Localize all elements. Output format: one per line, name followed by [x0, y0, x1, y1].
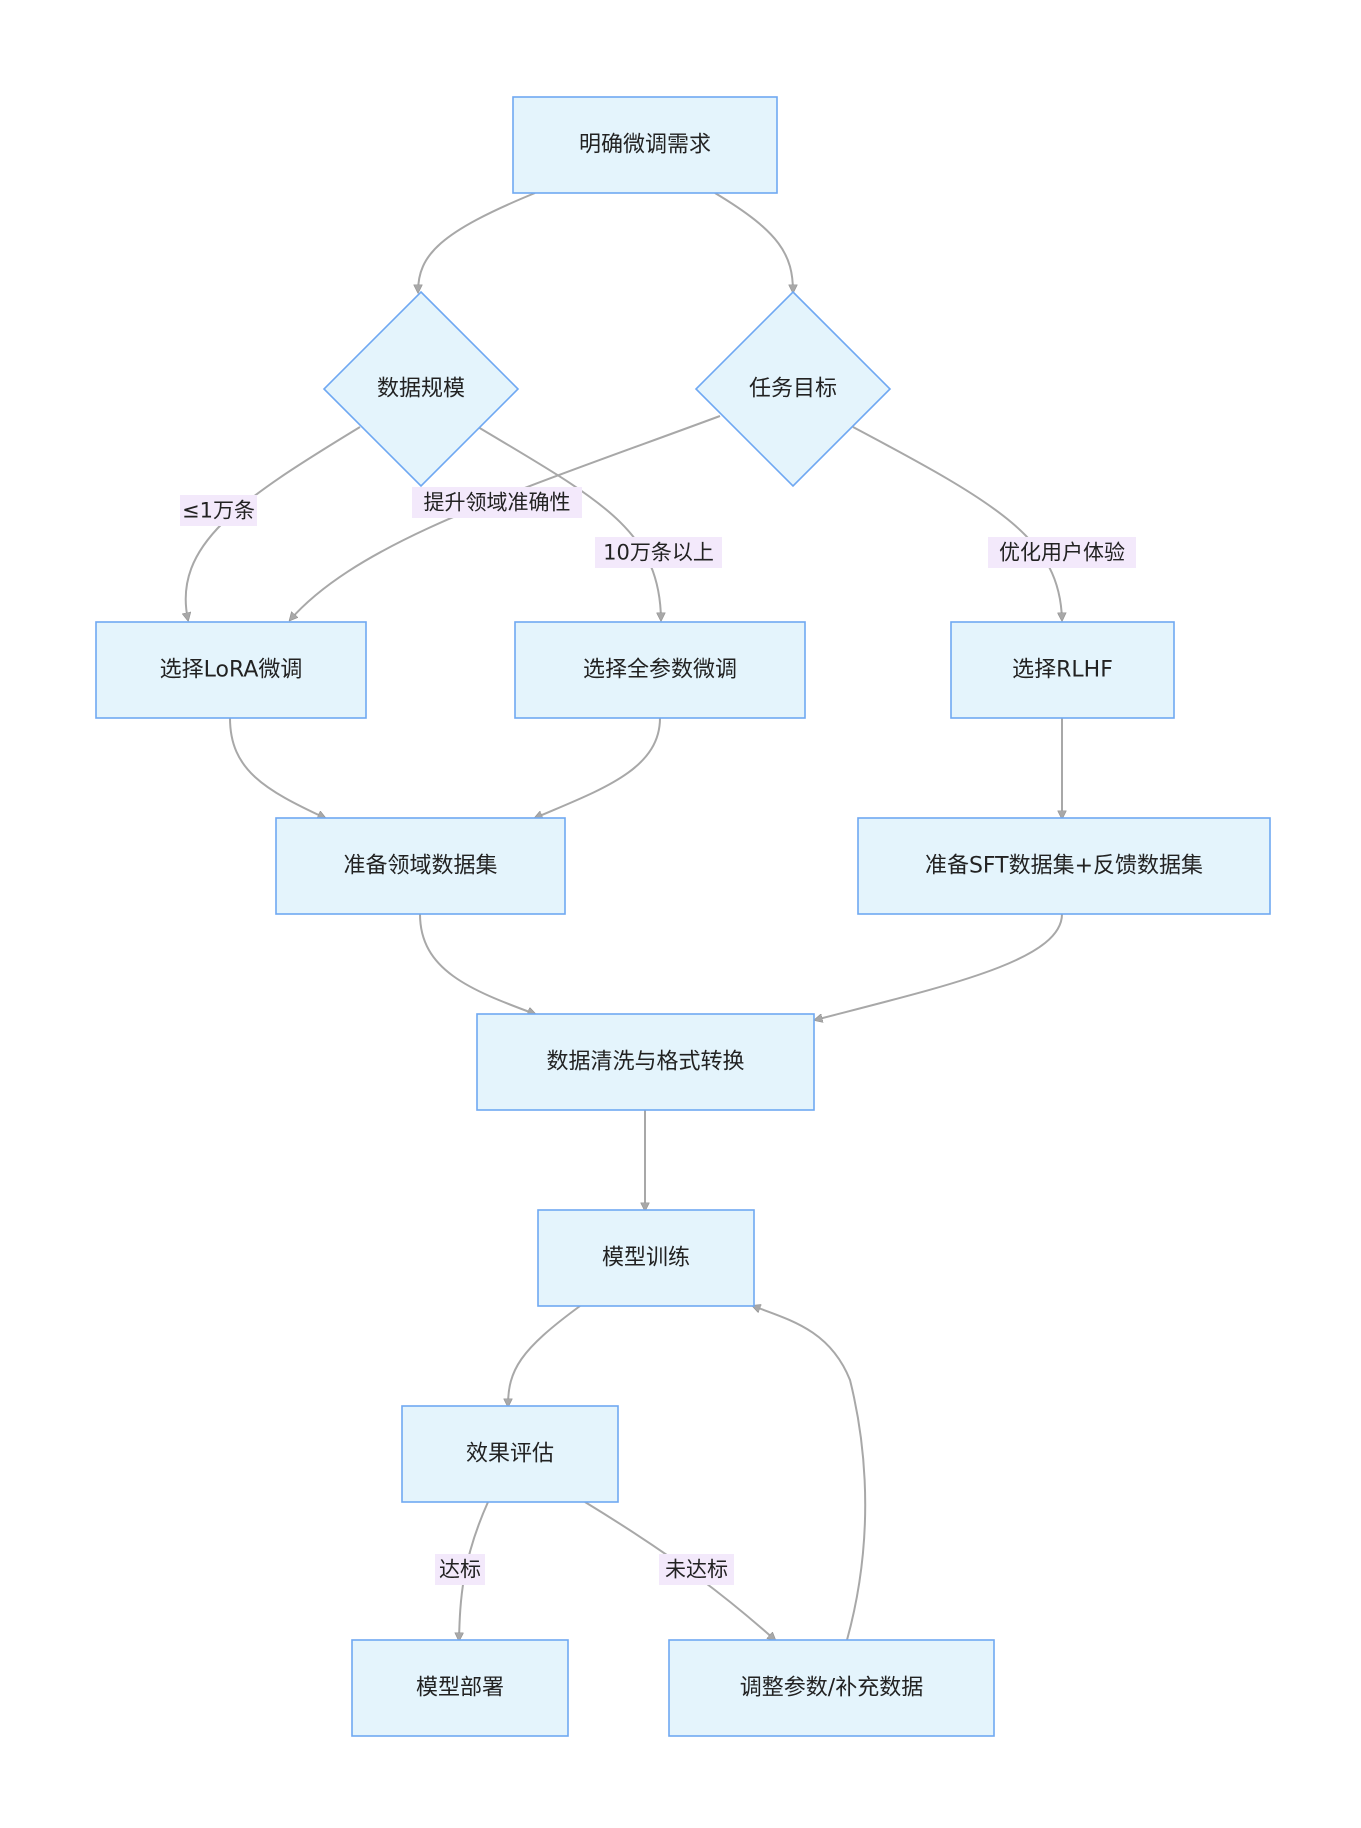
- node-model-deployment[interactable]: 模型部署: [351, 1639, 569, 1737]
- node-choose-rlhf-label: 选择RLHF: [1012, 658, 1113, 683]
- edge-label-small-text: ≤1万条: [182, 499, 255, 523]
- node-adjust-params-label: 调整参数/补充数据: [740, 1676, 923, 1701]
- node-prepare-domain-dataset-label: 准备领域数据集: [343, 854, 497, 879]
- nodes: 明确微调需求 数据规模 任务目标 选择LoRA微调 选择全参数微调 选择RLHF…: [95, 96, 1271, 1737]
- edge-train-to-eval: [508, 1305, 581, 1406]
- node-model-training-label: 模型训练: [602, 1246, 690, 1271]
- edges: [186, 192, 1063, 1641]
- edge-labels: ≤1万条 提升领域准确性 10万条以上 优化用户体验 达标 未达标: [180, 487, 1136, 1585]
- node-choose-rlhf[interactable]: 选择RLHF: [950, 621, 1175, 719]
- edge-full-to-domain: [535, 717, 661, 818]
- edge-label-fail: 未达标: [659, 1554, 734, 1585]
- edge-label-pass: 达标: [435, 1554, 485, 1585]
- edge-req-to-scale: [418, 192, 536, 292]
- edge-adjust-to-train: [753, 1306, 867, 1641]
- edge-label-pass-text: 达标: [439, 1558, 481, 1582]
- edge-label-ux: 优化用户体验: [988, 537, 1136, 568]
- node-prepare-sft-feedback-label: 准备SFT数据集+反馈数据集: [925, 854, 1203, 879]
- node-prepare-sft-feedback[interactable]: 准备SFT数据集+反馈数据集: [857, 817, 1271, 915]
- edge-req-to-goal: [714, 192, 793, 292]
- node-clarify-requirements-label: 明确微调需求: [579, 133, 711, 158]
- node-task-goal-label: 任务目标: [749, 377, 837, 402]
- edge-label-large: 10万条以上: [595, 537, 722, 568]
- edge-sft-to-clean: [815, 913, 1063, 1020]
- node-effect-evaluation[interactable]: 效果评估: [401, 1405, 619, 1503]
- node-adjust-params[interactable]: 调整参数/补充数据: [668, 1639, 995, 1737]
- node-data-scale[interactable]: 数据规模: [322, 290, 520, 488]
- edge-goal-to-rlhf: [852, 426, 1062, 620]
- edge-domain-to-clean: [419, 913, 535, 1014]
- node-prepare-domain-dataset[interactable]: 准备领域数据集: [275, 817, 566, 915]
- node-task-goal[interactable]: 任务目标: [694, 290, 892, 488]
- edge-label-large-text: 10万条以上: [603, 541, 714, 565]
- node-choose-lora[interactable]: 选择LoRA微调: [95, 621, 367, 719]
- node-choose-full-finetune[interactable]: 选择全参数微调: [514, 621, 806, 719]
- node-choose-lora-label: 选择LoRA微调: [160, 658, 303, 683]
- node-model-training[interactable]: 模型训练: [537, 1209, 755, 1307]
- edge-label-fail-text: 未达标: [665, 1558, 728, 1582]
- node-effect-evaluation-label: 效果评估: [466, 1442, 554, 1467]
- node-data-cleaning-label: 数据清洗与格式转换: [546, 1050, 744, 1075]
- node-model-deployment-label: 模型部署: [416, 1676, 504, 1701]
- edge-scale-to-full: [477, 426, 661, 620]
- node-clarify-requirements[interactable]: 明确微调需求: [512, 96, 778, 194]
- edge-label-accuracy-text: 提升领域准确性: [424, 491, 571, 515]
- edge-lora-to-domain: [229, 717, 325, 818]
- node-data-scale-label: 数据规模: [377, 377, 465, 402]
- node-choose-full-finetune-label: 选择全参数微调: [583, 658, 737, 683]
- edge-label-accuracy: 提升领域准确性: [412, 487, 582, 518]
- edge-label-ux-text: 优化用户体验: [999, 541, 1125, 565]
- edge-label-small: ≤1万条: [180, 495, 257, 526]
- node-data-cleaning[interactable]: 数据清洗与格式转换: [476, 1013, 815, 1111]
